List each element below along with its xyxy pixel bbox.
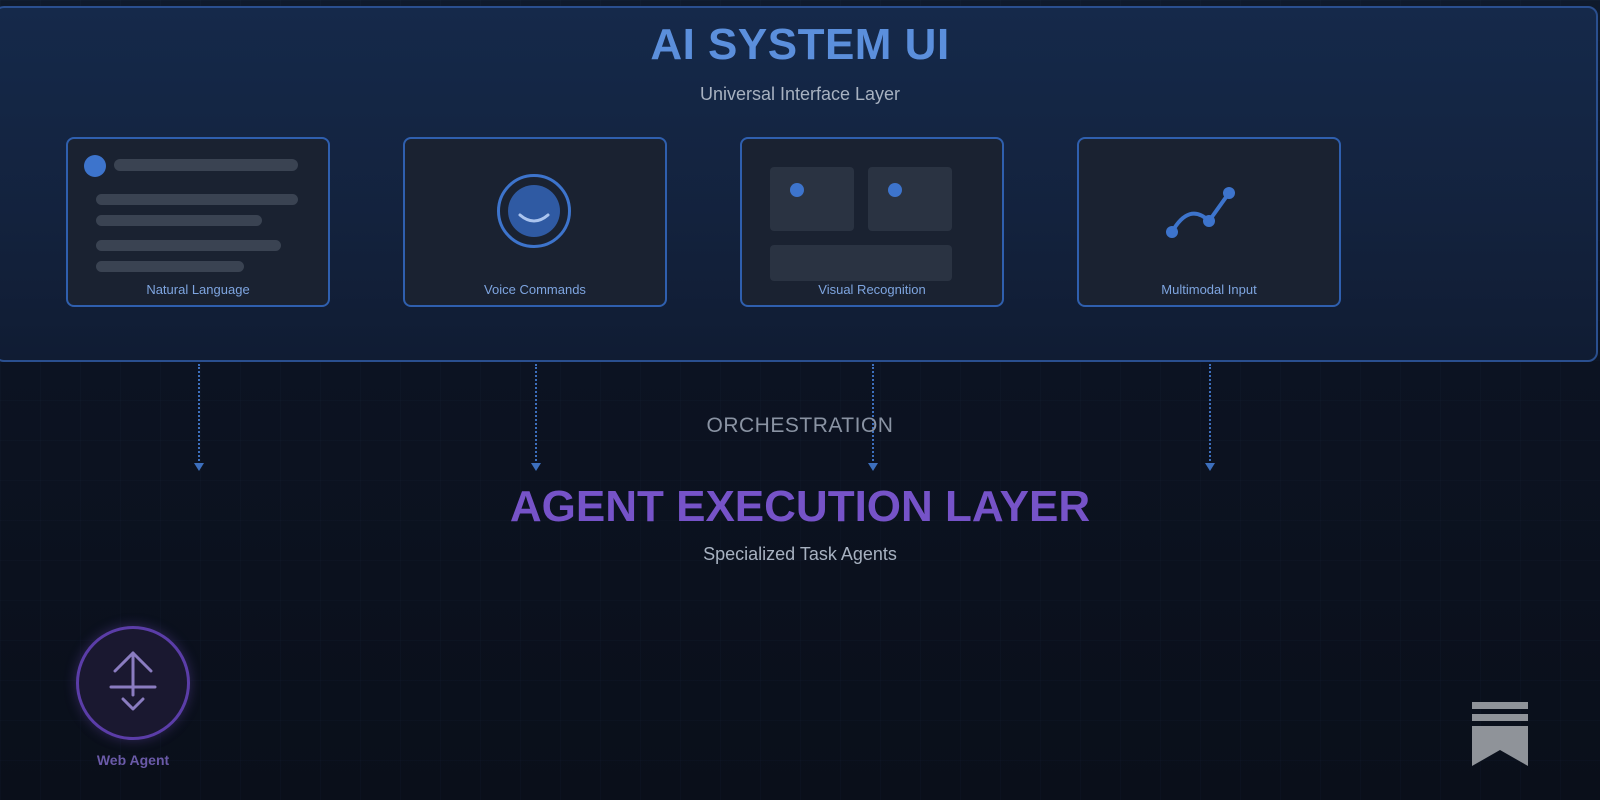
connector-line (872, 364, 874, 468)
connector-line (1209, 364, 1211, 468)
connector-arrow (194, 463, 204, 471)
upload-download-arrows-icon (109, 651, 157, 711)
card-voice-commands[interactable]: Voice Commands (403, 137, 667, 307)
connector-arrow (531, 463, 541, 471)
web-agent-label: Web Agent (96, 752, 170, 768)
connector-line (198, 364, 200, 468)
card-label: Visual Recognition (818, 282, 926, 297)
card-label: Voice Commands (484, 282, 586, 297)
connector-arrow (868, 463, 878, 471)
card-label: Natural Language (146, 282, 250, 297)
agent-layer-title: AGENT EXECUTION LAYER (509, 482, 1091, 531)
orchestration-label: ORCHESTRATION (706, 414, 894, 437)
web-agent-node[interactable] (76, 626, 190, 740)
ui-layer-subtitle: Universal Interface Layer (699, 84, 901, 104)
card-label: Multimodal Input (1161, 282, 1257, 297)
card-multimodal-input[interactable]: Multimodal Input (1077, 137, 1341, 307)
voice-smile-icon (497, 174, 571, 248)
card-natural-language[interactable]: Natural Language (66, 137, 330, 307)
card-visual-recognition[interactable]: Visual Recognition (740, 137, 1004, 307)
connector-arrow (1205, 463, 1215, 471)
agent-layer-subtitle: Specialized Task Agents (703, 544, 897, 564)
ui-layer-title: AI SYSTEM UI (650, 20, 950, 69)
connector-line (535, 364, 537, 468)
line-graph-icon (1166, 187, 1235, 238)
substack-bookmark-icon (1472, 702, 1528, 766)
